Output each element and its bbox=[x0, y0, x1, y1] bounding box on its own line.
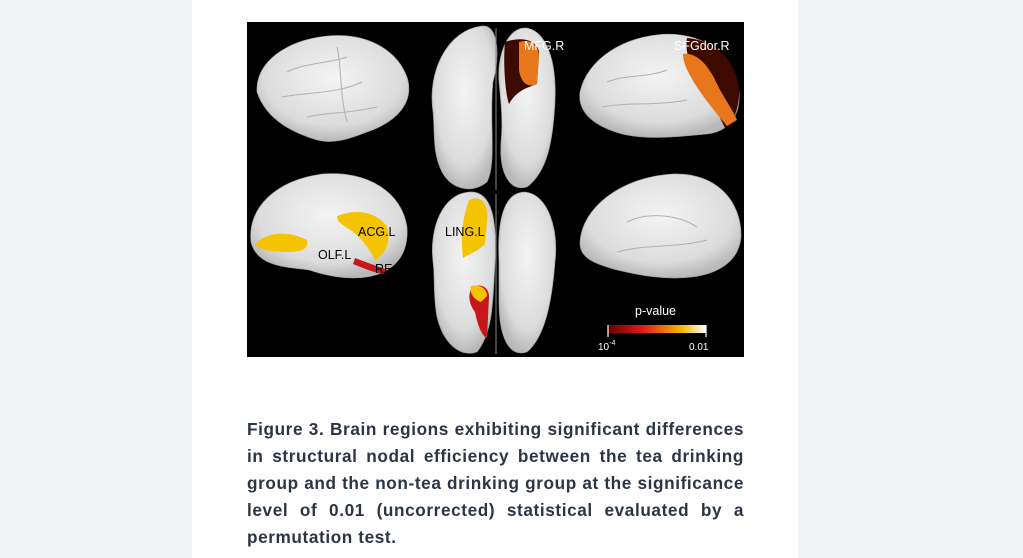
label-olf-l: OLF.L bbox=[318, 248, 351, 262]
caption-text: Brain regions exhibiting significant dif… bbox=[247, 419, 744, 547]
brain-left-medial bbox=[250, 173, 408, 279]
figure-caption: Figure 3. Brain regions exhibiting signi… bbox=[247, 416, 744, 551]
brain-right-lateral bbox=[579, 33, 740, 138]
brain-dorsal bbox=[431, 25, 556, 190]
label-rec-l: REC.L bbox=[375, 262, 412, 276]
label-acg-l: ACG.L bbox=[358, 225, 396, 239]
brain-right-medial bbox=[579, 173, 742, 279]
brain-ventral bbox=[432, 191, 557, 354]
brain-figure: MFG.R SFGdor.R ACG.L LING.L OLF.L REC.L … bbox=[247, 22, 744, 357]
brain-left-lateral bbox=[256, 35, 410, 142]
brain-figure-svg: MFG.R SFGdor.R ACG.L LING.L OLF.L REC.L … bbox=[250, 25, 742, 354]
colorbar-max-label: 0.01 bbox=[689, 342, 709, 353]
colorbar-title: p-value bbox=[635, 304, 676, 318]
label-sfgdor-r: SFGdor.R bbox=[674, 39, 730, 53]
colorbar: p-value 10-4 0.01 bbox=[598, 304, 709, 353]
colorbar-min-label: 10-4 bbox=[598, 340, 615, 353]
colorbar-gradient bbox=[608, 325, 706, 333]
label-ling-l: LING.L bbox=[445, 225, 485, 239]
caption-label: Figure 3. bbox=[247, 419, 325, 439]
label-mfg-r: MFG.R bbox=[524, 39, 564, 53]
